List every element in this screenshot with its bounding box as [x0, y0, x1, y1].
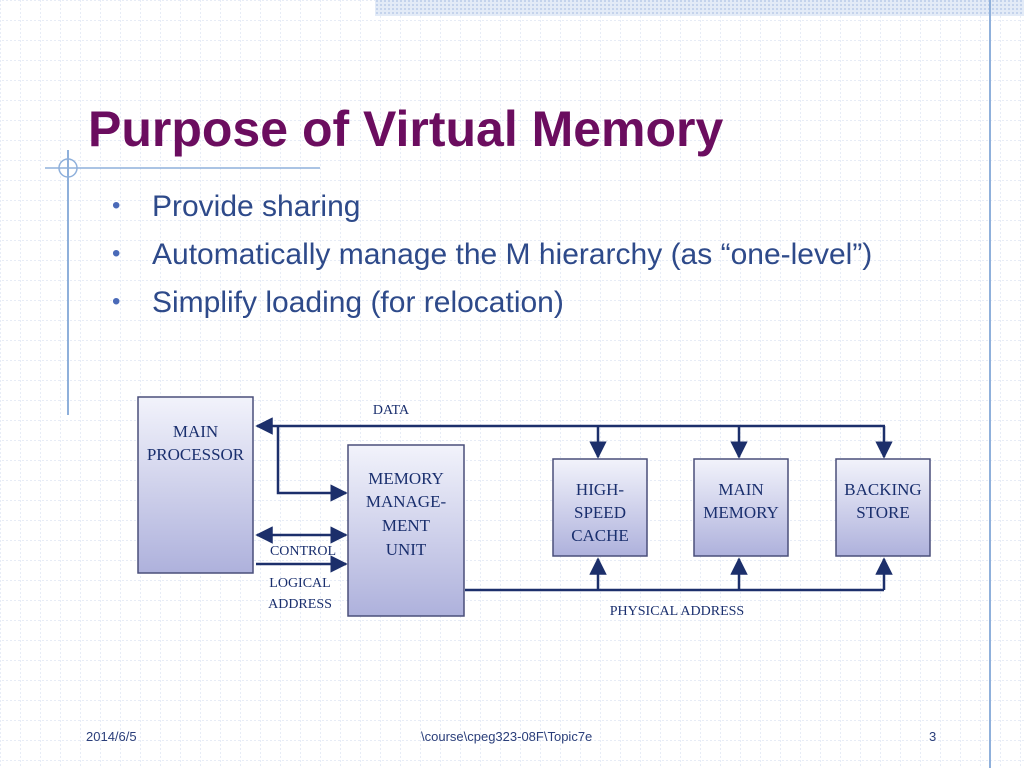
bullet-item: • Automatically manage the M hierarchy (a… — [112, 238, 872, 286]
cache-label-line: SPEED — [574, 503, 626, 522]
mmu-label-line: MEMORY — [368, 469, 444, 488]
main-memory-label-line: MAIN — [718, 480, 763, 499]
diagram-connectors — [255, 417, 893, 592]
cache-label-line: HIGH- — [576, 480, 624, 499]
slide-title: Purpose of Virtual Memory — [88, 101, 724, 157]
backing-store-label-line: BACKING — [844, 480, 921, 499]
cache-label-line: CACHE — [571, 526, 629, 545]
main-processor-label-line: MAIN — [173, 422, 218, 441]
bullet-item: • Simplify loading (for relocation) — [112, 286, 872, 334]
data-to-mmu-arrow — [276, 426, 348, 502]
logical-address-label-line: ADDRESS — [268, 597, 332, 612]
backing-store-box: BACKING STORE — [835, 458, 931, 557]
bullet-list: • Provide sharing • Automatically manage t… — [112, 190, 872, 334]
main-processor-box: MAIN PROCESSOR — [137, 396, 254, 574]
main-processor-label-line: PROCESSOR — [147, 445, 245, 464]
mmu-label-line: UNIT — [386, 540, 427, 559]
bullet-dot-icon: • — [112, 288, 121, 315]
mmu-label-line: MANAGE- — [366, 492, 447, 511]
top-band — [375, 0, 1024, 16]
logical-address-label-line: LOGICAL — [269, 576, 330, 591]
footer-page-number: 3 — [929, 729, 937, 744]
main-memory-label-line: MEMORY — [703, 503, 779, 522]
bullet-text: Simplify loading (for relocation) — [152, 286, 564, 319]
bullet-text: Provide sharing — [152, 190, 361, 223]
bullet-dot-icon: • — [112, 192, 121, 219]
footer-path: \course\cpeg323-08F\Topic7e — [421, 729, 593, 744]
bullet-item: • Provide sharing — [112, 190, 872, 238]
main-memory-box: MAIN MEMORY — [693, 458, 789, 557]
footer-date: 2014/6/5 — [86, 729, 137, 744]
backing-store-label-line: STORE — [856, 503, 910, 522]
physical-address-label: PHYSICAL ADDRESS — [610, 604, 744, 619]
mmu-box: MEMORY MANAGE- MENT UNIT — [347, 444, 465, 617]
cache-box: HIGH- SPEED CACHE — [552, 458, 648, 557]
bullet-text: Automatically manage the M hierarchy (as… — [152, 238, 873, 271]
accent-circle — [58, 158, 78, 178]
control-label: CONTROL — [270, 544, 336, 559]
bullet-dot-icon: • — [112, 240, 121, 267]
mmu-label-line: MENT — [382, 516, 431, 535]
data-bus-label: DATA — [373, 403, 410, 418]
